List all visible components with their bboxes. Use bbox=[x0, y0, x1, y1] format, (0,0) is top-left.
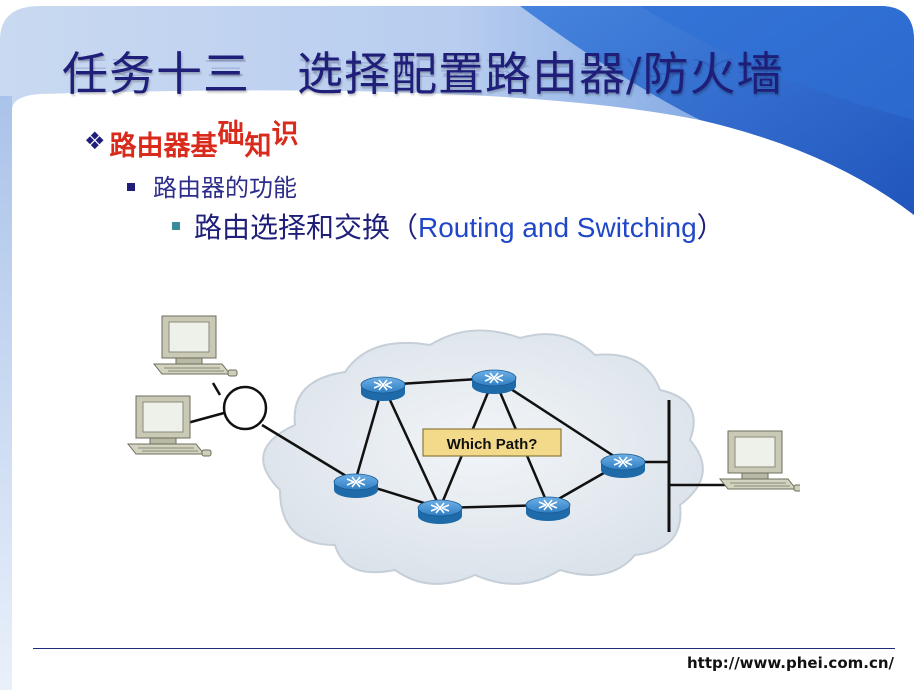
bullet-routing-switching: 路由选择和交换（Routing and Switching） bbox=[172, 206, 725, 246]
slide-title-reflection: 任务十三 选择配置路由器/防火墙 bbox=[62, 55, 784, 80]
router-icon bbox=[417, 499, 463, 525]
network-diagram: Which Path? bbox=[127, 315, 800, 585]
section-heading: ❖路由器基础知识 bbox=[84, 119, 299, 163]
heading-text-2: 础 bbox=[217, 119, 245, 150]
square-bullet-icon bbox=[172, 222, 180, 230]
router-icon bbox=[525, 496, 571, 522]
square-bullet-icon bbox=[127, 183, 135, 191]
diamond-bullet-icon: ❖ bbox=[84, 127, 106, 155]
router-icon bbox=[471, 369, 517, 395]
router-icon bbox=[333, 473, 379, 499]
slide-title: 任务十三 选择配置路由器/防火墙 bbox=[62, 47, 784, 101]
which-path-label-box bbox=[422, 428, 562, 457]
footer-divider bbox=[33, 648, 895, 649]
heading-text-3: 知 bbox=[244, 131, 272, 162]
router-icon bbox=[600, 453, 646, 479]
bullet-routing-en: Routing and Switching bbox=[418, 212, 697, 243]
computer-icon bbox=[719, 430, 800, 492]
bullet-routing-close: ） bbox=[696, 211, 725, 244]
heading-text-4: 识 bbox=[271, 119, 299, 150]
computer-icon bbox=[153, 315, 238, 377]
bullet-router-functions-text: 路由器的功能 bbox=[153, 174, 297, 202]
bullet-router-functions: 路由器的功能 bbox=[127, 168, 297, 203]
heading-text-1: 路由器基 bbox=[109, 131, 218, 162]
footer-url[interactable]: http://www.phei.com.cn/ bbox=[686, 654, 894, 672]
which-path-label: Which Path? bbox=[447, 436, 538, 453]
hub-icon bbox=[222, 385, 268, 431]
computer-icon bbox=[127, 395, 212, 457]
bullet-routing-cn: 路由选择和交换（ bbox=[194, 211, 419, 244]
router-icon bbox=[360, 376, 406, 402]
